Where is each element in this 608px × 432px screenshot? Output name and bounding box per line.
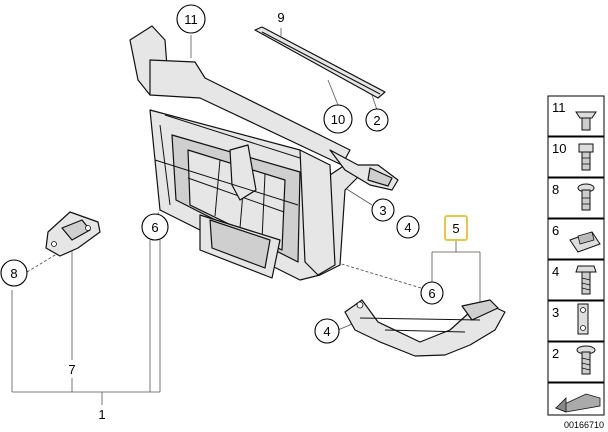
bracket-part-7 (45, 211, 101, 257)
push-rivet-icon (575, 111, 597, 131)
callout-4-right: 4 (396, 215, 420, 239)
legend-row-3: 3 (547, 300, 605, 342)
arrow-box (547, 382, 605, 416)
callout-1: 1 (98, 407, 105, 422)
legend-number-8: 8 (552, 182, 559, 197)
hex-bolt-icon (575, 265, 597, 295)
callout-11-label: 11 (184, 12, 198, 27)
direction-arrow-icon (554, 393, 601, 413)
legend-number-4: 4 (552, 264, 559, 279)
legend-number-6: 6 (552, 223, 559, 238)
callout-2: 2 (365, 108, 389, 132)
callout-10-label: 10 (331, 112, 345, 127)
front-panel-carrier (129, 25, 399, 281)
callout-6-right: 6 (420, 281, 444, 305)
plastic-rivet-icon (577, 183, 595, 211)
legend-number-3: 3 (552, 305, 559, 320)
callout-5-label: 5 (452, 221, 459, 236)
callout-8: 8 (0, 259, 28, 287)
callout-3: 3 (371, 198, 395, 222)
lower-bracket-part-5 (344, 299, 506, 357)
callout-7-label: 7 (68, 362, 75, 377)
callout-7: 7 (68, 362, 75, 377)
legend-row-8: 8 (547, 177, 605, 219)
callout-1-label: 1 (98, 407, 105, 422)
legend-row-4: 4 (547, 259, 605, 301)
legend-number-11: 11 (552, 100, 566, 115)
clip-nut-icon (578, 143, 594, 171)
legend-row-2: 2 (547, 341, 605, 383)
bracket-strip-icon (577, 303, 589, 335)
legend-number-10: 10 (552, 141, 566, 156)
callout-3-label: 3 (379, 203, 386, 218)
callout-10: 10 (323, 104, 353, 134)
legend-number-2: 2 (552, 346, 559, 361)
callout-2-label: 2 (373, 113, 380, 128)
fastener-legend: 11 10 8 (547, 95, 605, 416)
legend-row-11: 11 (547, 95, 605, 137)
callout-9: 9 (277, 10, 284, 25)
callout-11: 11 (176, 4, 206, 34)
callout-6-left: 6 (141, 213, 169, 241)
callout-9-label: 9 (277, 10, 284, 25)
spring-nut-icon (569, 231, 601, 253)
legend-row-10: 10 (547, 136, 605, 178)
callout-6-right-label: 6 (428, 286, 435, 301)
callout-6-left-label: 6 (151, 220, 158, 235)
legend-row-6: 6 (547, 218, 605, 260)
callout-5: 5 (444, 215, 468, 241)
reference-number: 00166710 (564, 420, 604, 430)
callout-4-bottom: 4 (314, 318, 340, 344)
callout-4-right-label: 4 (404, 220, 411, 235)
callout-4-bottom-label: 4 (323, 324, 330, 339)
strip-part-9 (254, 26, 386, 99)
callout-8-label: 8 (10, 266, 17, 281)
flange-bolt-icon (576, 345, 596, 375)
